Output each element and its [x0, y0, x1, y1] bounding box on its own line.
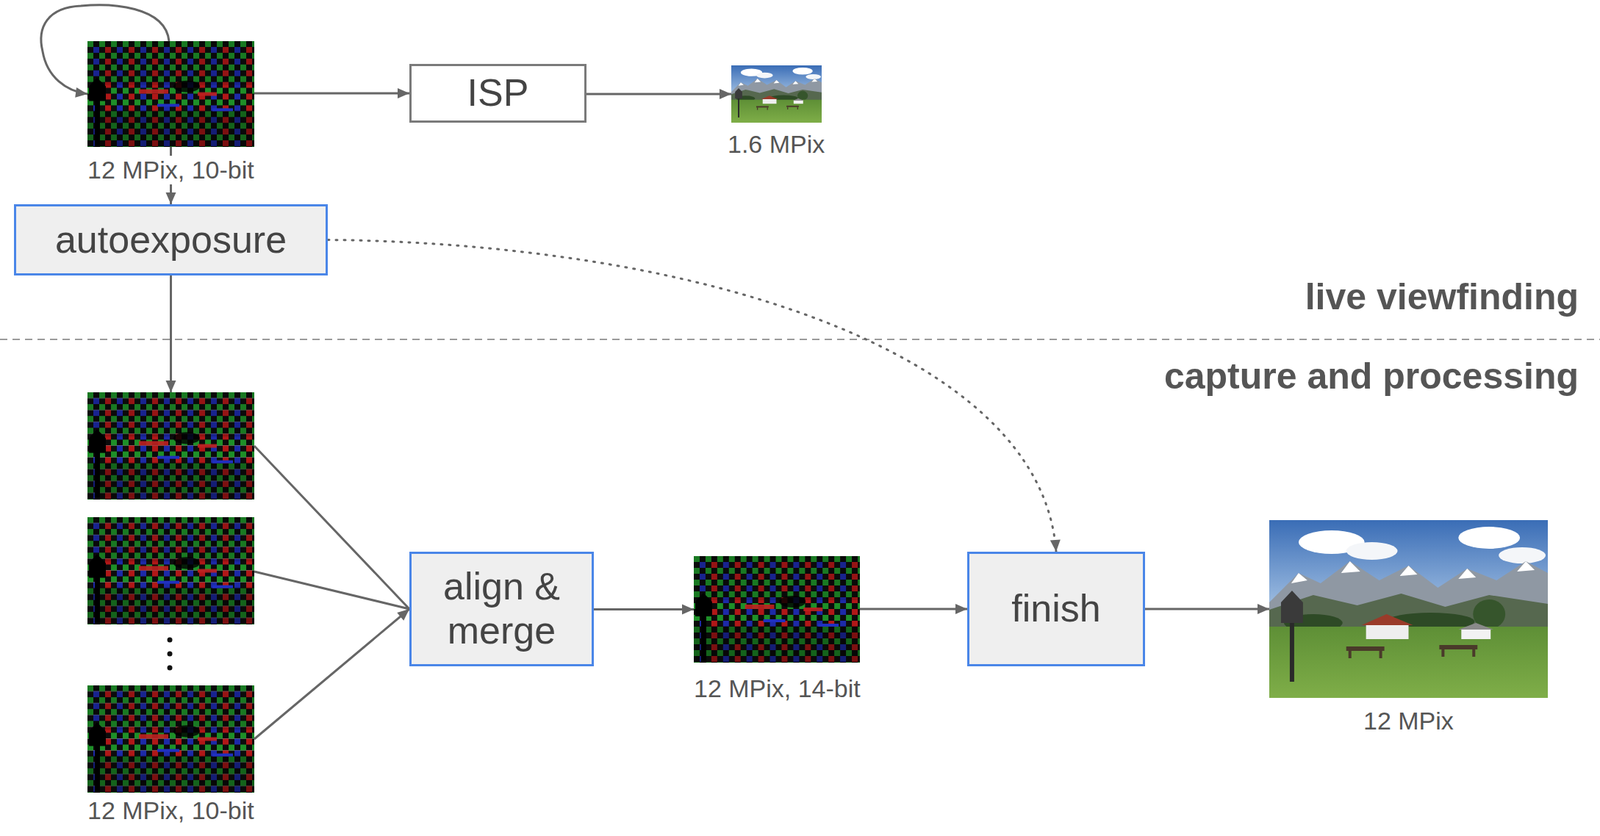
box-label: finish [1002, 587, 1110, 632]
arrow-connector [1145, 608, 1270, 611]
image-node: 1.6 MPix [731, 65, 822, 123]
final-photo [1269, 520, 1548, 699]
box-label: autoexposure [46, 218, 296, 263]
preview-photo [731, 65, 822, 123]
process-box: finish [967, 551, 1146, 667]
arrow-connector [593, 608, 694, 611]
raw-bayer-image [87, 392, 255, 500]
ellipsis-dot [167, 665, 173, 672]
process-box: align & merge [409, 551, 594, 667]
section-label: capture and processing [1164, 354, 1579, 398]
ellipsis-dot [167, 637, 173, 644]
section-separator [0, 338, 1600, 341]
arrow-connector [254, 446, 410, 740]
image-caption: 12 MPix, 10-bit [84, 155, 258, 185]
image-caption: 12 MPix, 10-bit [84, 796, 258, 826]
ellipsis-dot [167, 651, 173, 658]
process-box: ISP [409, 63, 587, 123]
image-node: 12 MPix [1269, 520, 1548, 699]
image-caption: 12 MPix, 14-bit [690, 674, 864, 704]
box-label: ISP [458, 71, 538, 116]
merged-raw-image [693, 556, 860, 663]
box-label: align & merge [411, 565, 592, 654]
image-node: 12 MPix, 10-bit [87, 392, 255, 794]
process-box: autoexposure [13, 204, 328, 276]
section-label: live viewfinding [1305, 275, 1579, 319]
image-caption: 1.6 MPix [724, 130, 828, 159]
image-node: 12 MPix, 10-bit [87, 41, 255, 147]
image-caption: 12 MPix [1360, 707, 1457, 736]
arrow-connector [254, 92, 410, 95]
raw-bayer-image [87, 685, 255, 794]
arrow-connector [586, 93, 732, 96]
arrow-connector [327, 240, 1057, 553]
arrow-connector [41, 5, 170, 95]
image-node: 12 MPix, 14-bit [693, 556, 860, 663]
raw-bayer-image [87, 517, 255, 625]
arrow-connector [169, 275, 172, 393]
raw-bayer-image [87, 41, 255, 147]
arrow-connector [859, 608, 968, 611]
